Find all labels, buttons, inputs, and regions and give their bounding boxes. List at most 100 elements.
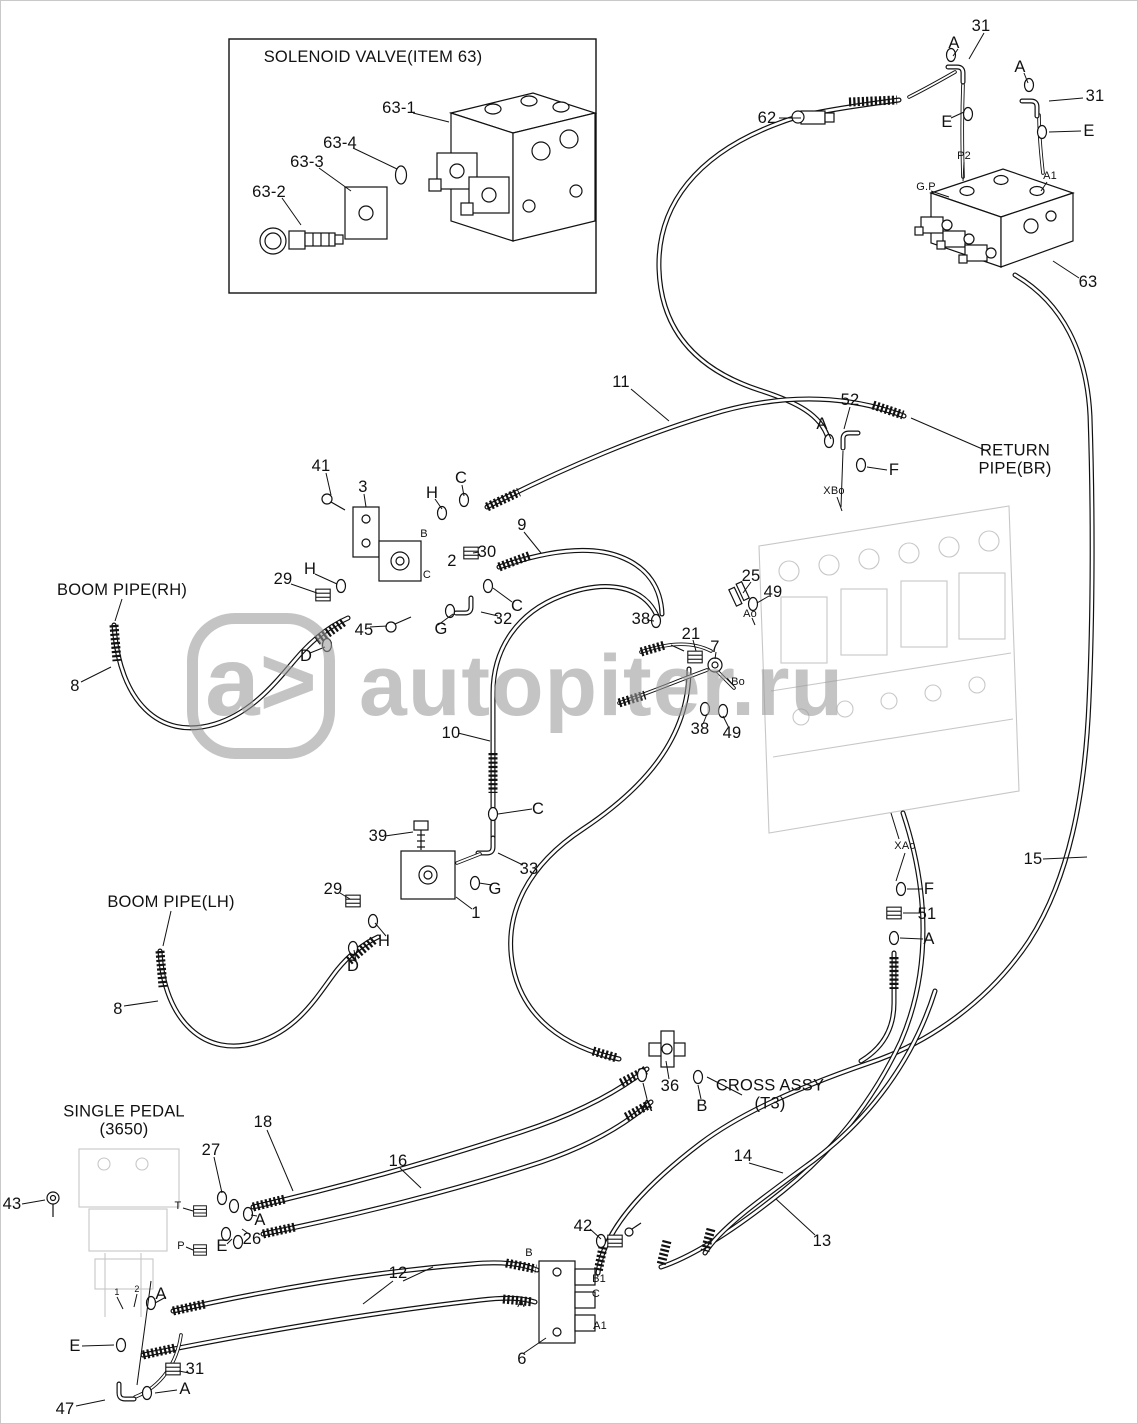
part-label-c: C [422, 568, 432, 581]
part-label-10: 10 [441, 723, 461, 742]
part-label-e: E [69, 1336, 81, 1355]
boom-pipe-rh-label: BOOM PIPE(RH) [56, 580, 188, 599]
part-label-2: 2 [134, 1283, 140, 1294]
part-label-29: 29 [273, 569, 293, 588]
part-label-62: 62 [757, 108, 777, 127]
part-label-xao: XAo [894, 839, 916, 852]
detail-box-title: SOLENOID VALVE(ITEM 63) [263, 47, 483, 66]
part-label-a: A [517, 1297, 525, 1310]
part-label-29: 29 [323, 879, 343, 898]
part-label-7: 7 [710, 637, 720, 656]
part-label-f: F [888, 460, 900, 479]
part-label-c: C [454, 468, 468, 487]
part-label-g: G [434, 619, 448, 638]
part-label-38: 38 [631, 609, 651, 628]
part-label-31: 31 [1085, 86, 1105, 105]
part-label-26: 26 [242, 1229, 262, 1248]
part-label-b1: B1 [592, 1272, 606, 1285]
part-label-d: D [299, 646, 313, 665]
part-label-15: 15 [1023, 849, 1043, 868]
part-label-32: 32 [493, 609, 513, 628]
part-label-bo: Bo [731, 675, 745, 688]
center-fitting-cluster [650, 580, 759, 719]
part-label-14: 14 [733, 1146, 753, 1165]
part-label-t: T [174, 1199, 182, 1212]
part-label-a: A [1014, 57, 1026, 76]
part-label-63-3: 63-3 [290, 152, 324, 171]
part-label-12: 12 [388, 1263, 408, 1282]
part-label-g-p: G.P [916, 180, 936, 193]
part-label-e: E [1083, 121, 1095, 140]
pedal-port-fittings [46, 1190, 254, 1256]
part-label-a: A [948, 33, 960, 52]
part-label-27: 27 [201, 1140, 221, 1159]
part-label-a1: A1 [593, 1319, 607, 1332]
part-label-a1: A1 [1043, 169, 1057, 182]
part-label-47: 47 [55, 1399, 75, 1418]
part-label-43: 43 [2, 1194, 22, 1213]
part-label-51: 51 [917, 904, 937, 923]
part-label-h: H [377, 931, 391, 950]
part-label-49: 49 [722, 723, 742, 742]
part-label-13: 13 [812, 1231, 832, 1250]
solenoid-valve-detail-box [228, 38, 598, 294]
part-label-6: 6 [517, 1349, 527, 1368]
bottom-left-elbow-cluster [115, 1280, 181, 1400]
part-label-c: C [591, 1287, 601, 1300]
manifold-block-2-cluster [315, 492, 494, 653]
part-label-16: 16 [388, 1151, 408, 1170]
part-label-a: A [641, 1096, 653, 1115]
part-label-39: 39 [368, 826, 388, 845]
part-label-c: C [531, 799, 545, 818]
leader-lines [21, 32, 1088, 1407]
part-label-49: 49 [763, 582, 783, 601]
part-label-p: P [177, 1239, 185, 1252]
part-label-38: 38 [690, 719, 710, 738]
part-label-8: 8 [113, 999, 123, 1018]
part-label-ao: Ao [743, 607, 757, 620]
phantom-main-control-valve [758, 505, 1020, 834]
part-label-18: 18 [253, 1112, 273, 1131]
part-label-c: C [510, 596, 524, 615]
part-label-36: 36 [660, 1076, 680, 1095]
part-label-11: 11 [612, 372, 630, 391]
part-label-31: 31 [185, 1359, 205, 1378]
part-label-42: 42 [573, 1216, 593, 1235]
part-label-a: A [923, 929, 935, 948]
return-pipe-label: RETURN PIPE(BR) [978, 441, 1052, 478]
cross-assy-36 [636, 1030, 704, 1085]
part-label-3: 3 [358, 477, 368, 496]
part-label-45: 45 [354, 620, 374, 639]
part-label-a: A [254, 1210, 266, 1229]
part-label-a: A [155, 1284, 167, 1303]
single-pedal-label: SINGLE PEDAL (3650) [63, 1102, 185, 1139]
part-label-1: 1 [114, 1286, 120, 1297]
part-label-b: B [420, 527, 428, 540]
part-label-31: 31 [971, 16, 991, 35]
part-label-a: A [816, 414, 828, 433]
manifold-block-1-cluster [345, 806, 499, 956]
part-label-e: E [216, 1236, 228, 1255]
hose-end-couplings [109, 95, 905, 1360]
part-label-b: B [525, 1246, 533, 1259]
part-label-a: A [179, 1379, 191, 1398]
part-label-25: 25 [741, 566, 761, 585]
junction-block-6 [538, 1222, 642, 1344]
part-label-9: 9 [517, 515, 527, 534]
part-label-33: 33 [519, 859, 539, 878]
part-label-h: H [303, 559, 317, 578]
part-label-41: 41 [311, 456, 331, 475]
part-label-p2: P2 [957, 149, 971, 162]
cross-assy-label: CROSS ASSY (T3) [715, 1076, 825, 1113]
part-label-h: H [425, 483, 439, 502]
part-label-63-1: 63-1 [382, 98, 416, 117]
phantom-single-pedal [78, 1148, 180, 1317]
part-label-b: B [696, 1096, 708, 1115]
part-label-e: E [941, 112, 953, 131]
part-label-63-2: 63-2 [252, 182, 286, 201]
part-label-1: 1 [471, 903, 481, 922]
pilot-port-fittings [823, 433, 907, 946]
